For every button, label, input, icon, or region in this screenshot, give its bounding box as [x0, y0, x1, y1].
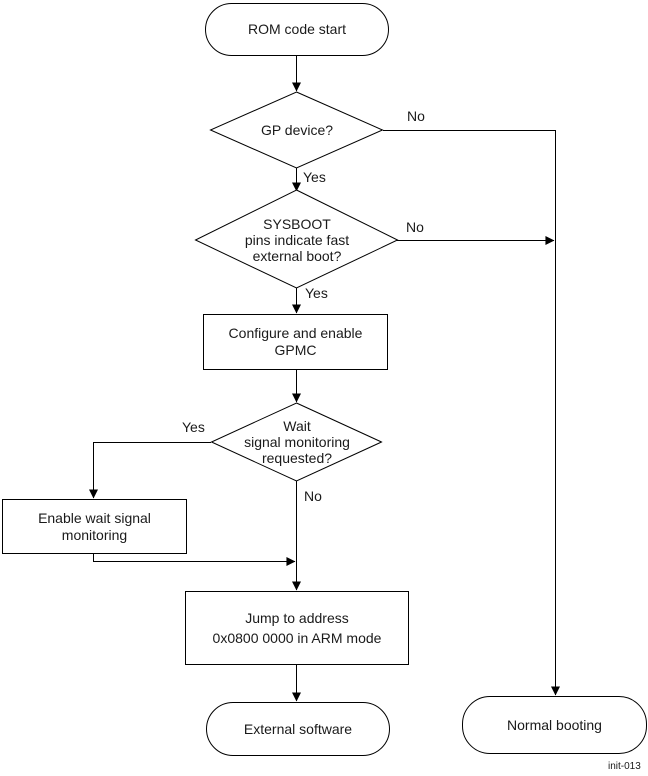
gp-device-decision-label: GP device?: [260, 122, 334, 138]
edge-gp-no-to-normal-booting: [383, 130, 560, 696]
edge-label-gp-yes: Yes: [303, 169, 326, 185]
sysboot-decision-label: SYSBOOT pins indicate fast external boot…: [244, 216, 350, 264]
wait-signal-decision-label: Wait signal monitoring requested?: [244, 418, 350, 466]
figure-id-label: init-013: [608, 761, 641, 772]
edge-label-wait-yes: Yes: [182, 419, 205, 435]
edge-label-gp-no: No: [407, 108, 425, 124]
edge-label-wait-no: No: [304, 488, 322, 504]
enable-wait-process: Enable wait signal monitoring: [2, 499, 187, 554]
configure-gpmc-process: Configure and enable GPMC: [203, 314, 388, 370]
external-software-terminator: External software: [206, 702, 390, 756]
start-terminator: ROM code start: [205, 3, 389, 56]
sysboot-decision-shape: [194, 189, 399, 289]
edge-enable-wait-to-merge: [93, 553, 296, 566]
edge-label-sysboot-no: No: [406, 219, 424, 235]
gp-device-decision-shape: [209, 91, 384, 169]
edge-wait-yes-to-enable-wait: [89, 442, 211, 499]
wait-signal-decision-shape: [210, 402, 383, 482]
normal-booting-terminator: Normal booting: [462, 696, 647, 754]
jump-address-process: Jump to address 0x0800 0000 in ARM mode: [185, 591, 409, 665]
edge-label-sysboot-yes: Yes: [305, 285, 328, 301]
